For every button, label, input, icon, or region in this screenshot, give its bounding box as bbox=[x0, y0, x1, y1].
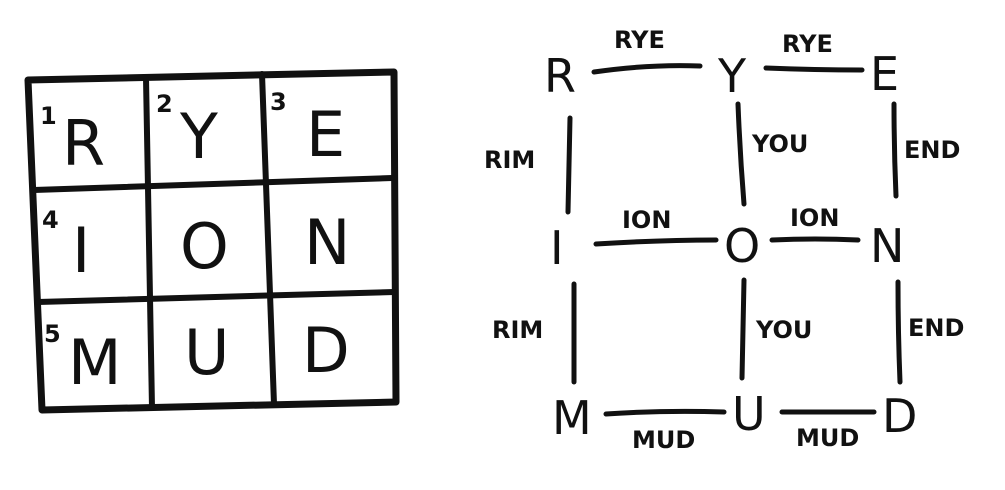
edge-label: RIM bbox=[484, 146, 535, 174]
grid-letter: E bbox=[306, 98, 345, 171]
clue-number: 4 bbox=[42, 206, 59, 234]
graph-node: M bbox=[552, 391, 592, 445]
graph-node: N bbox=[870, 219, 904, 273]
edge-label: RYE bbox=[614, 26, 665, 54]
grid-letter: N bbox=[304, 206, 350, 279]
edge-label: RYE bbox=[782, 30, 833, 58]
graph-edge-horizontal bbox=[763, 65, 865, 73]
letter-graph: R Y E I O N M U D RYE RYE ION ION MUD MU… bbox=[484, 26, 964, 454]
graph-edge-horizontal bbox=[603, 408, 727, 417]
edge-label: YOU bbox=[755, 316, 812, 344]
grid-vline bbox=[143, 75, 155, 411]
graph-edge-vertical bbox=[739, 277, 747, 381]
graph-node: Y bbox=[717, 49, 747, 103]
clue-number: 5 bbox=[44, 320, 61, 348]
graph-node: I bbox=[550, 221, 564, 275]
graph-edge-vertical bbox=[891, 101, 899, 199]
edge-label: YOU bbox=[751, 130, 808, 158]
edge-label: RIM bbox=[492, 316, 543, 344]
graph-edge-vertical bbox=[565, 115, 573, 215]
graph-edge-vertical bbox=[735, 101, 747, 207]
edge-label: MUD bbox=[632, 426, 695, 454]
grid-vline bbox=[259, 71, 277, 407]
edge-label: MUD bbox=[796, 424, 859, 452]
grid-letter: O bbox=[180, 210, 229, 283]
graph-node: U bbox=[732, 387, 766, 441]
clue-number: 2 bbox=[156, 90, 173, 118]
crossword-grid: 1 R 2 Y 3 E 4 I O N 5 M U D bbox=[24, 68, 400, 414]
edge-label: ION bbox=[790, 204, 839, 232]
grid-letter: U bbox=[184, 316, 229, 389]
graph-edge-vertical bbox=[895, 279, 903, 385]
grid-hline bbox=[35, 289, 397, 305]
edge-label: END bbox=[904, 136, 960, 164]
graph-node: O bbox=[724, 219, 760, 273]
edge-label: ION bbox=[622, 206, 671, 234]
graph-node: R bbox=[544, 49, 576, 103]
edge-label: END bbox=[908, 314, 964, 342]
grid-letter: D bbox=[302, 314, 350, 387]
clue-number: 1 bbox=[40, 102, 57, 130]
grid-letter: M bbox=[68, 326, 122, 399]
graph-node: E bbox=[870, 47, 899, 101]
grid-letter: I bbox=[72, 214, 90, 287]
graph-edge-horizontal bbox=[769, 236, 861, 243]
graph-edge-horizontal bbox=[593, 237, 719, 247]
grid-hline bbox=[31, 175, 395, 193]
grid-letter: R bbox=[62, 107, 105, 180]
graph-node: D bbox=[882, 389, 917, 443]
graph-edge-horizontal bbox=[591, 63, 703, 75]
grid-letter: Y bbox=[179, 100, 218, 173]
clue-number: 3 bbox=[270, 88, 287, 116]
